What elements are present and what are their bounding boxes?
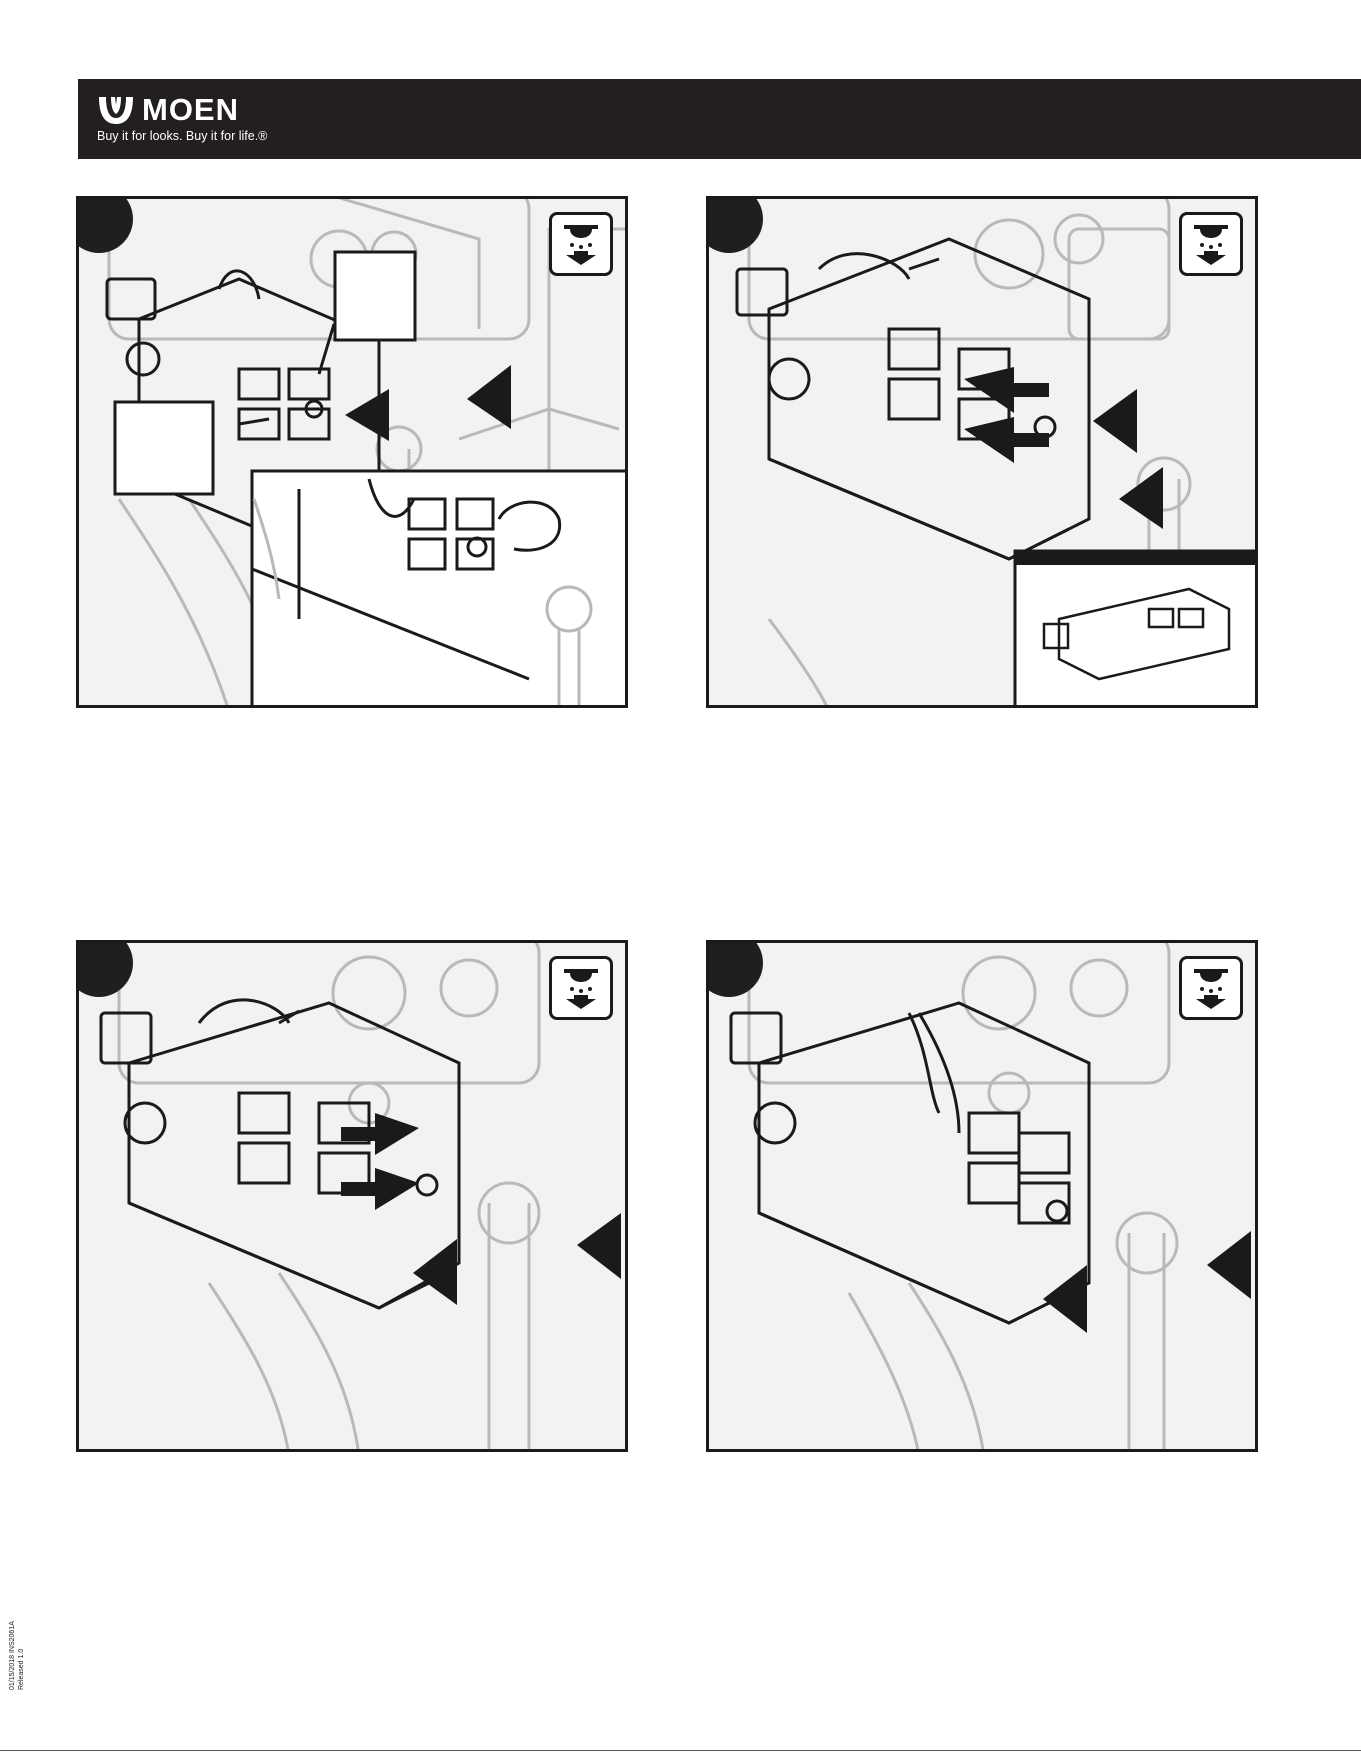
document-code-line-2: Released 1.0 (17, 1630, 26, 1690)
brand-name: MOEN (142, 93, 239, 127)
valve-illustration (709, 199, 1258, 708)
header-bar: MOEN Buy it for looks. Buy it for life.® (78, 79, 1361, 159)
shutoff-water-icon (1179, 212, 1243, 276)
illustration-panel-4 (706, 940, 1258, 1452)
illustration-panel-2 (706, 196, 1258, 708)
illustration-panel-1 (76, 196, 628, 708)
shutoff-water-icon (549, 212, 613, 276)
brand-tagline: Buy it for looks. Buy it for life.® (97, 129, 267, 143)
moen-leaf-logo-icon (96, 93, 136, 127)
shutoff-water-icon (549, 956, 613, 1020)
document-code-line-1: 01/15/2018 INS2061A (8, 1630, 17, 1690)
illustration-panel-3 (76, 940, 628, 1452)
document-code: 01/15/2018 INS2061A Released 1.0 (8, 1630, 26, 1690)
footer-divider (0, 1750, 1361, 1751)
shutoff-water-icon (1179, 956, 1243, 1020)
valve-illustration (79, 943, 628, 1452)
valve-illustration (79, 199, 628, 708)
valve-illustration (709, 943, 1258, 1452)
brand-logo: MOEN (96, 93, 239, 127)
